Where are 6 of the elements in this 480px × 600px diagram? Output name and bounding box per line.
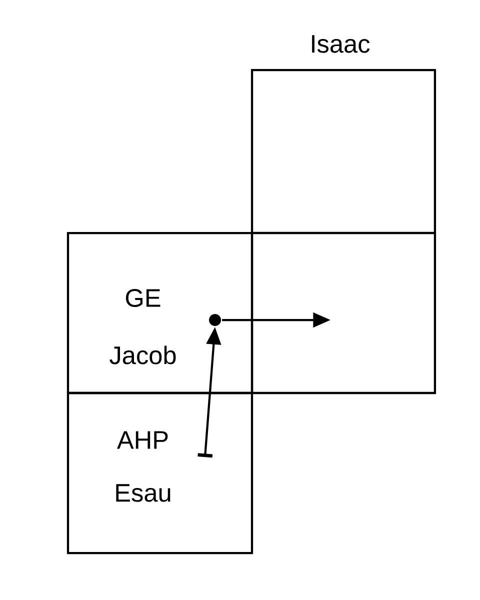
box: GE Jacob [66, 232, 254, 394]
box: Isaac [250, 35, 436, 234]
box: AHP Esau [66, 392, 254, 554]
node-label: Isaac [312, 35, 370, 53]
dot [209, 314, 221, 326]
box [250, 232, 436, 394]
